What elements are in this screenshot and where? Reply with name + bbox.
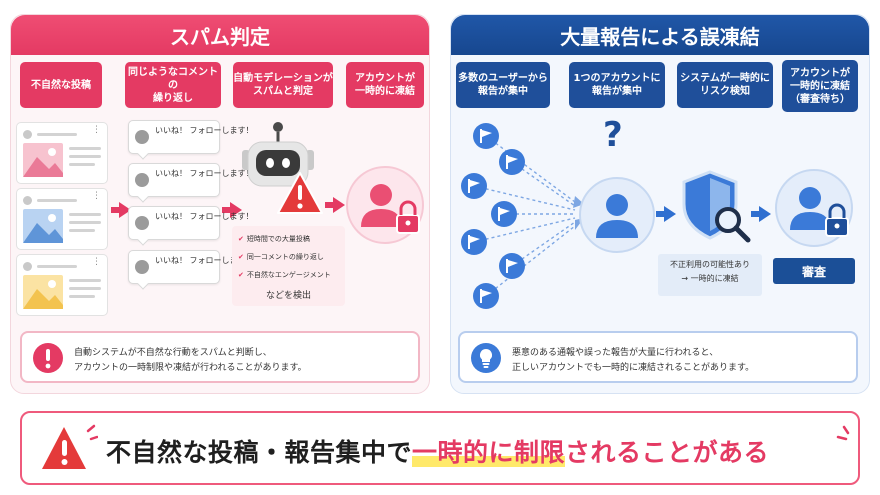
spam-step-account-frozen: アカウントが 一時的に凍結 [346,62,424,108]
flag-icon [473,123,499,149]
avatar [135,216,149,230]
detect-item: ✔不自然なエンゲージメント [238,270,331,280]
report-step-label: 多数のユーザーから 報告が集中 [458,73,548,97]
flag-icon [491,201,517,227]
avatar [135,260,149,274]
spam-panel-title: スパム判定 [11,15,429,55]
question-mark: ? [603,115,623,155]
fraud-risk-text: 不正利用の可能性あり [670,260,750,269]
report-panel-title: 大量報告による誤凍結 [451,15,869,55]
user-icon [579,177,655,253]
flag-icon [461,173,487,199]
flag-icon [473,283,499,309]
report-step-account-frozen: アカウントが 一時的に凍結 （審査待ち） [782,60,858,112]
comment-bubble: いいね！ フォローします！ [128,206,254,246]
report-step-concentrated: 1つのアカウントに 報告が集中 [569,62,665,108]
banner-emphasis: 一時的に制限 [412,438,566,467]
comment-text: いいね！ フォローします！ [155,256,254,265]
summary-banner: 不自然な投稿・報告集中で一時的に制限されることがある [20,411,860,485]
detect-footer: などを検出 [265,291,311,301]
arrow-right-icon [325,197,345,213]
spam-step-label: 自動モデレーションが スパムと判定 [233,73,333,97]
shield-icon [682,170,751,243]
comment-bubble: いいね！ フォローします！ [128,120,254,160]
detect-item: ✔同一コメントの繰り返し [238,252,324,262]
report-step-risk-detect: システムが一時的に リスク検知 [677,62,773,108]
check-icon: ✔ [238,271,244,279]
image-placeholder-icon [23,143,63,177]
banner-text: 不自然な投稿・報告集中で一時的に制限されることがある [106,433,769,469]
detect-item: ✔短時間での大量投稿 [238,234,310,244]
arrow-right-icon [751,206,771,222]
detect-item-label: 不自然なエンゲージメント [246,271,331,279]
post-card-blue: ⋮ [16,188,108,250]
image-placeholder-icon [23,209,63,243]
check-icon: ✔ [238,235,244,243]
fraud-risk-box: 不正利用の可能性あり → 一時的に凍結 [658,254,762,296]
comment-bubble: いいね！ フォローします！ [128,250,254,290]
locked-user-icon [775,169,853,247]
comment-bubble: いいね！ フォローします！ [128,163,254,203]
report-step-label: 1つのアカウントに 報告が集中 [573,73,661,97]
arrow-right-icon [656,206,676,222]
comment-text: いいね！ フォローします！ [155,212,254,221]
flag-icon [499,253,525,279]
alert-circle-icon [33,343,63,373]
review-badge: 審査 [773,258,855,284]
spam-info-box: 自動システムが不自然な行動をスパムと判断し、 アカウントの一時制限や凍結が行われ… [20,331,420,383]
spam-step-label: 同じようなコメントの 繰り返し [128,66,218,104]
check-icon: ✔ [238,253,244,261]
report-step-many-users: 多数のユーザーから 報告が集中 [456,62,550,108]
flag-icon [499,149,525,175]
robot-icon [242,122,314,187]
report-step-label: システムが一時的に リスク検知 [680,73,770,97]
banner-part2: されることがある [565,438,770,467]
spam-info-text: 自動システムが不自然な行動をスパムと判断し、 アカウントの一時制限や凍結が行われ… [74,348,307,373]
spam-step-label: アカウントが 一時的に凍結 [355,73,415,97]
post-card-yellow: ⋮ [16,254,108,316]
report-info-text: 悪意のある通報や誤った報告が大量に行われると、 正しいアカウントでも一時的に凍結… [512,348,755,373]
spam-step-unnatural-posts: 不自然な投稿 [20,62,102,108]
warning-icon [42,424,98,469]
report-info-box: 悪意のある通報や誤った報告が大量に行われると、 正しいアカウントでも一時的に凍結… [458,331,858,383]
temporary-freeze-text: → 一時的に凍結 [681,274,739,284]
sparkle-icon [836,425,850,441]
comment-text: いいね！ フォローします！ [155,126,254,135]
report-step-label: アカウントが 一時的に凍結 （審査待ち） [790,67,850,105]
comment-text: いいね！ フォローします！ [155,169,254,178]
avatar [135,130,149,144]
locked-user-icon [346,166,424,244]
spam-step-repeated-comments: 同じようなコメントの 繰り返し [125,62,221,108]
lightbulb-icon [471,343,501,373]
avatar [135,173,149,187]
image-placeholder-icon [23,275,63,309]
banner-part1: 不自然な投稿・報告集中で [106,438,413,467]
spam-step-auto-moderation: 自動モデレーションが スパムと判定 [233,62,333,108]
flag-icon [461,229,487,255]
arrow-right-icon [222,202,242,218]
post-card-pink: ⋮ [16,122,108,184]
detection-box: ✔短時間での大量投稿 ✔同一コメントの繰り返し ✔不自然なエンゲージメント など… [232,226,345,306]
detect-item-label: 同一コメントの繰り返し [246,253,324,261]
warning-icon [277,172,323,214]
detect-item-label: 短時間での大量投稿 [246,235,310,243]
spam-step-label: 不自然な投稿 [31,79,91,91]
